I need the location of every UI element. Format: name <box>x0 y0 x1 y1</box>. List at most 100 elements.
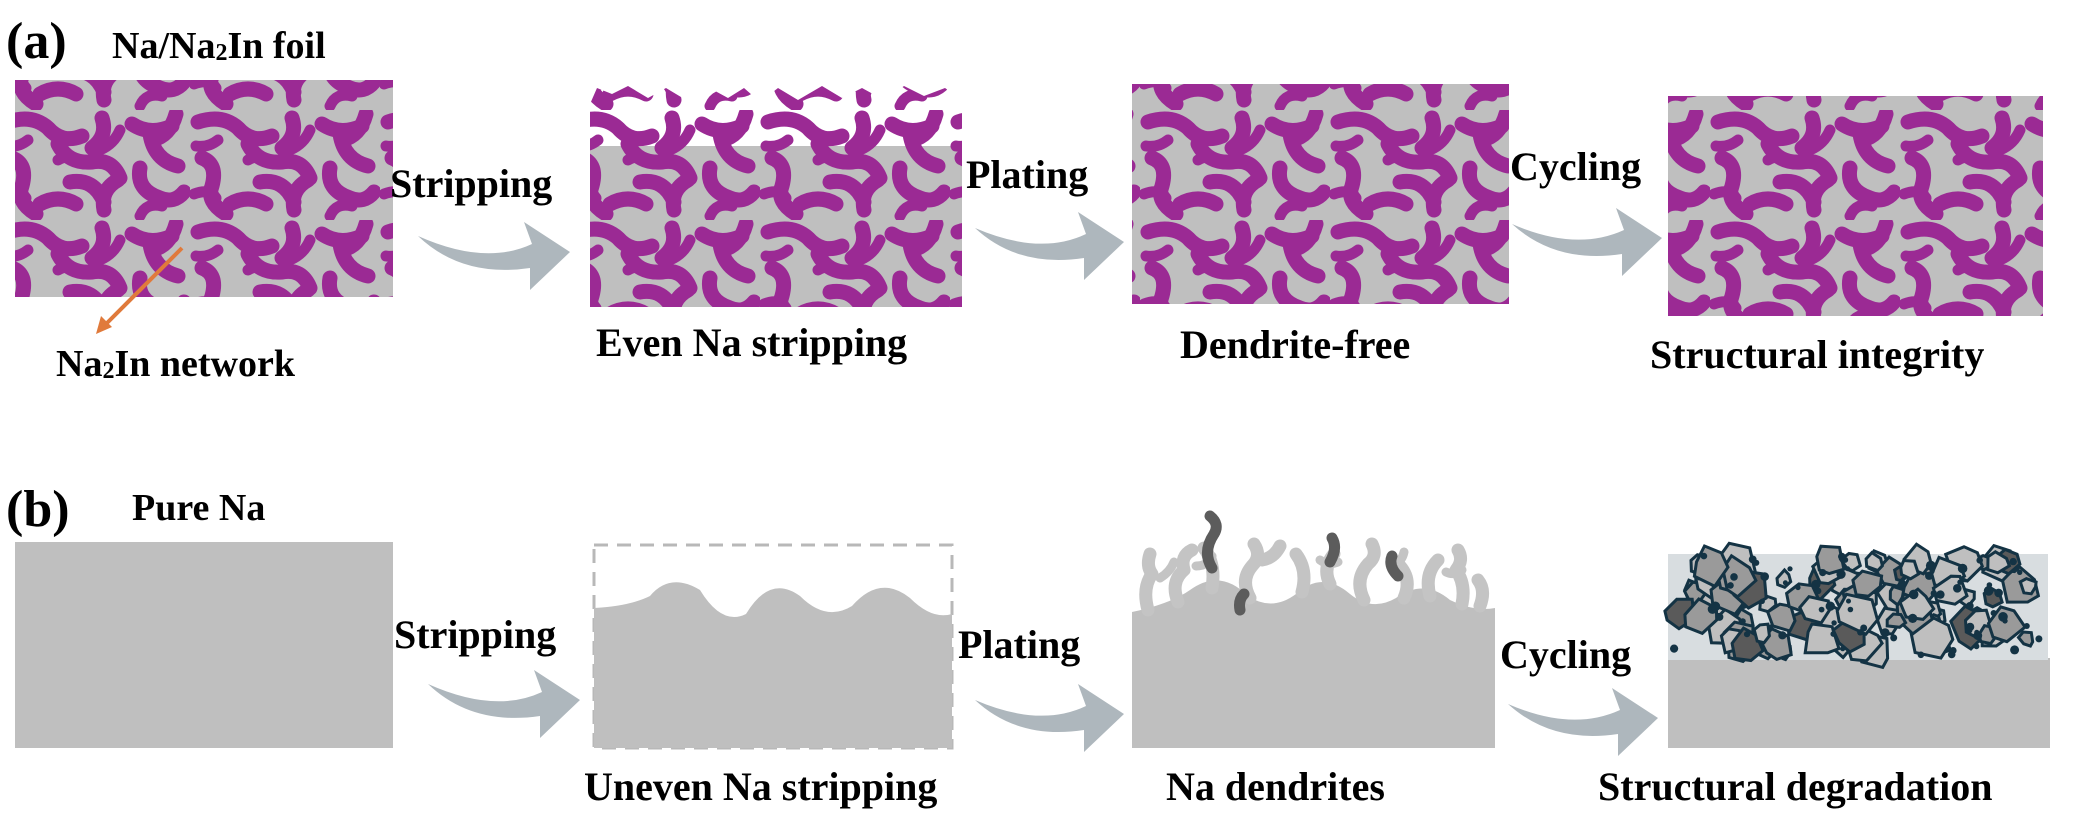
sei-dot <box>1740 602 1747 610</box>
sei-dot <box>1759 598 1765 604</box>
sei-particle <box>1885 612 1908 629</box>
sei-particle <box>1899 558 1921 581</box>
sei-dot <box>1795 584 1801 591</box>
sei-dot <box>1768 624 1774 630</box>
sei-dot <box>1974 629 1980 636</box>
panel-b-title: Pure Na <box>132 487 265 529</box>
sei-dot <box>1994 588 2003 598</box>
panel-a-label: (a) <box>6 13 67 70</box>
caption-dendrite-free: Dendrite-free <box>1180 322 1410 367</box>
sei-dot <box>1782 580 1788 586</box>
pure-na-foil <box>15 542 393 748</box>
sei-dot <box>1836 569 1846 579</box>
step-a-cycling-arrow <box>1512 208 1662 276</box>
sei-dot <box>1949 647 1957 654</box>
caption-na-dendrites: Na dendrites <box>1166 764 1385 809</box>
sei-dot <box>2017 569 2023 575</box>
sei-particle <box>2018 576 2038 596</box>
sei-particle <box>1815 544 1846 576</box>
sei-dot <box>1908 613 1918 624</box>
sei-dot <box>1973 643 1980 650</box>
step-a-plating-arrow <box>975 212 1124 280</box>
sei-dot <box>1908 589 1919 600</box>
sei-dot <box>1727 582 1734 589</box>
sei-particle <box>1864 550 1885 573</box>
sei-dot <box>2009 557 2017 566</box>
sei-particle <box>1752 622 1771 645</box>
sei-dot <box>1811 579 1821 590</box>
sei-particle <box>1986 550 2012 575</box>
sei-dot <box>1838 552 1846 561</box>
sei-dot <box>1860 624 1868 632</box>
sei-dot <box>1840 646 1846 652</box>
alloy-foil-cycled <box>1668 96 2043 316</box>
sei-dot <box>1917 651 1925 659</box>
dendrite-filaments <box>1139 510 1490 617</box>
sei-dot <box>1814 587 1822 595</box>
step-a-plating-label: Plating <box>966 152 1088 197</box>
sei-dot <box>1847 606 1854 613</box>
sei-dot <box>1700 552 1708 560</box>
sei-dot <box>1831 620 1837 626</box>
caption-structural-integrity: Structural integrity <box>1650 332 1984 377</box>
sei-particle <box>2016 630 2035 648</box>
sei-dot <box>2023 623 2030 629</box>
step-a-stripping-arrow <box>418 222 570 290</box>
step-b-plating-label: Plating <box>958 622 1080 667</box>
sei-dot <box>1880 628 1890 638</box>
step-b-cycling-arrow <box>1508 688 1658 756</box>
panel-b-label: (b) <box>6 481 70 538</box>
sei-dot <box>2035 635 2043 643</box>
sei-dot <box>1983 585 1994 596</box>
sei-dot <box>2010 645 2020 655</box>
sei-dot <box>1845 566 1851 572</box>
sei-dot <box>1965 602 1974 610</box>
sei-dot <box>1710 601 1721 612</box>
sei-dot <box>1976 557 1983 564</box>
panel-b: (b) Pure Na Stripping Uneven Na strippin… <box>6 481 2050 809</box>
sei-particle <box>1986 605 2028 644</box>
sei-particle <box>1851 569 1884 598</box>
dead-na-sei-layer <box>1663 541 2048 670</box>
sei-dot <box>1998 612 2008 622</box>
network-pointer-line <box>102 246 184 328</box>
sei-dot <box>1925 571 1934 580</box>
step-b-stripping-arrow <box>428 670 580 738</box>
sei-dot <box>1819 569 1827 577</box>
sei-particle <box>1898 587 1936 621</box>
sei-dot <box>1957 563 1968 574</box>
sei-dot <box>1929 568 1935 574</box>
sei-dot <box>1953 584 1962 593</box>
caption-uneven-stripping: Uneven Na stripping <box>584 764 937 809</box>
sei-particle <box>1835 592 1880 637</box>
sei-particle <box>1803 622 1841 655</box>
panel-a-title: Na/Na2In foil <box>112 25 326 67</box>
pure-na-uneven-stripped <box>592 543 954 750</box>
sei-dot <box>1936 590 1945 599</box>
sei-dot <box>1890 634 1898 642</box>
network-pointer-arrowhead <box>96 316 112 334</box>
step-b-cycling-label: Cycling <box>1500 632 1631 677</box>
sei-dot <box>1730 573 1738 581</box>
step-a-cycling-label: Cycling <box>1510 144 1641 189</box>
sei-dot <box>1739 618 1746 625</box>
sei-dot <box>1825 601 1836 611</box>
pure-na-dendrites <box>1132 510 1495 748</box>
sei-dot <box>1930 590 1938 597</box>
alloy-foil-stripped <box>590 86 962 307</box>
sei-dot <box>1787 566 1793 572</box>
sei-particle <box>1798 595 1831 625</box>
degraded-na-base <box>1668 658 2050 748</box>
sei-dot <box>1748 555 1757 564</box>
sei-dot <box>1965 626 1973 634</box>
sei-dot <box>1897 579 1907 589</box>
sei-dot <box>1818 606 1825 613</box>
caption-structural-degradation: Structural degradation <box>1598 764 1992 809</box>
sei-dot <box>1670 644 1679 653</box>
network-label: Na2In network <box>56 343 296 385</box>
panel-a: (a) Na/Na2In foil Na2In network Strippin… <box>6 13 2043 385</box>
sei-dot <box>1846 598 1851 604</box>
alloy-foil-plated <box>1132 84 1509 304</box>
sei-dot <box>1715 612 1724 621</box>
